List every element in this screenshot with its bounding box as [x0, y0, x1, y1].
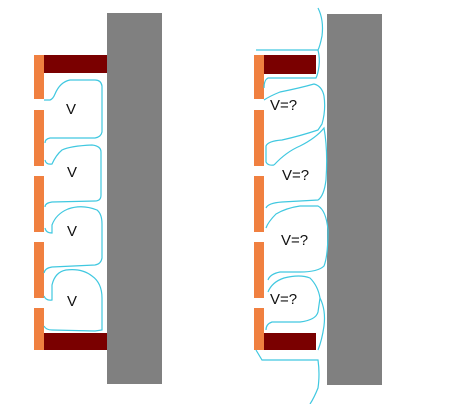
left-side-strip [34, 110, 44, 166]
left-cell-outline [43, 206, 103, 274]
right-side-strip [254, 176, 264, 232]
left-bottom-cap [44, 333, 107, 350]
left-cell-label: V [67, 223, 77, 240]
right-cell-outline [265, 126, 328, 209]
right-cell-label: V=? [282, 167, 309, 184]
left-top-cap [44, 55, 107, 73]
right-outer-contour [263, 49, 320, 89]
right-outer-contour [256, 7, 324, 51]
right-gray-wall [327, 14, 382, 385]
left-cell-outline [44, 144, 102, 208]
right-cell-outline [265, 205, 329, 281]
left-cell-label: V [66, 101, 76, 118]
left-cell-label: V [67, 164, 77, 181]
right-side-strip [254, 110, 264, 166]
right-top-cap [264, 55, 316, 74]
right-cell-outline [265, 275, 321, 331]
left-gray-wall [107, 13, 162, 384]
left-cell-outline [43, 269, 103, 332]
left-side-strip [34, 55, 44, 99]
right-cell-outline [263, 83, 326, 166]
right-outer-contour [255, 349, 320, 404]
right-cell-label: V=? [270, 291, 297, 308]
right-diagram: V=? V=? V=? V=? [254, 7, 382, 404]
left-side-strip [34, 308, 44, 350]
right-outer-contour [317, 297, 326, 351]
right-side-strip [254, 55, 264, 99]
left-cell-label: V [67, 293, 77, 310]
right-bottom-cap [264, 333, 316, 350]
right-side-strip [254, 242, 264, 298]
right-side-strip [254, 308, 264, 350]
right-cell-label: V=? [270, 97, 297, 114]
right-cell-label: V=? [281, 232, 308, 249]
left-side-strip [34, 176, 44, 232]
left-side-strip [34, 242, 44, 298]
left-cell-outline [44, 79, 103, 144]
left-diagram: V V V V [34, 13, 162, 384]
